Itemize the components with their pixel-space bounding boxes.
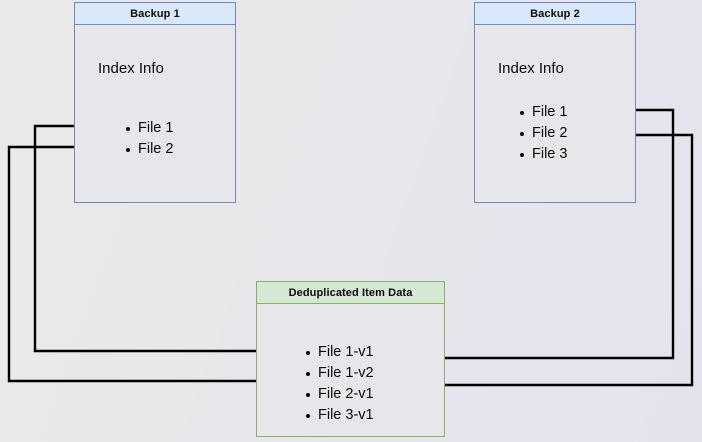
backup-1-subtitle: Index Info [98,60,164,77]
list-item: File 1-v2 [305,363,374,384]
list-item: File 1 [125,118,173,139]
list-item: File 1-v1 [305,342,374,363]
list-item: File 2-v1 [305,384,374,405]
list-item: File 1 [519,102,567,123]
node-backup-1[interactable]: Backup 1 Index Info File 1 File 2 [74,2,236,203]
backup-2-file-list: File 1 File 2 File 3 [519,102,567,165]
backup-1-header: Backup 1 [75,3,235,25]
list-item: File 2 [519,123,567,144]
list-item: File 3 [519,144,567,165]
backup-2-subtitle: Index Info [498,60,564,77]
backup-1-file-list: File 1 File 2 [125,118,173,160]
list-item: File 2 [125,139,173,160]
node-backup-2[interactable]: Backup 2 Index Info File 1 File 2 File 3 [474,2,636,203]
deduplicated-item-data-header: Deduplicated Item Data [257,282,444,304]
list-item: File 3-v1 [305,405,374,426]
backup-2-header: Backup 2 [475,3,635,25]
node-deduplicated-item-data[interactable]: Deduplicated Item Data File 1-v1 File 1-… [256,281,445,437]
deduplicated-item-list: File 1-v1 File 1-v2 File 2-v1 File 3-v1 [305,342,374,426]
